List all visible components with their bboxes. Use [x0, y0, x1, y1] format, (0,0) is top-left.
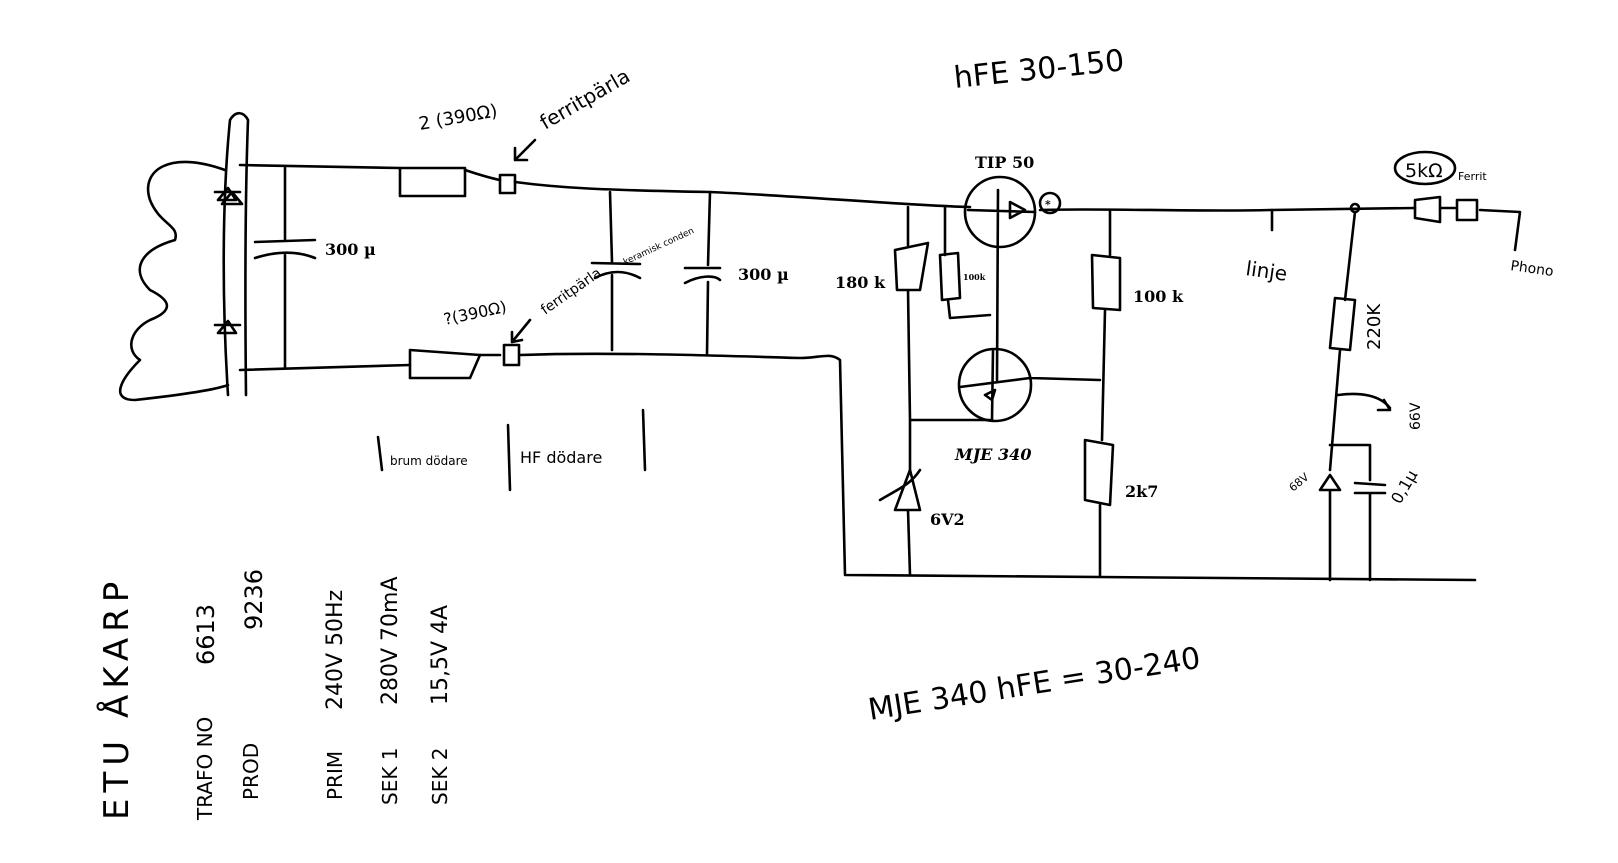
label-ferrite-bottom: ferritpärla: [538, 265, 604, 318]
prod-label: PROD: [239, 743, 263, 800]
resistor-5k6: [1413, 195, 1442, 224]
ferrite-bottom: [502, 343, 521, 367]
label-hf: HF dödare: [520, 448, 602, 467]
label-100k: 100 k: [1133, 287, 1184, 306]
label-ferrit: Ferrit: [1458, 170, 1487, 183]
sek2: 15,5V 4A: [428, 605, 453, 705]
sek1-label: SEK 1: [378, 747, 402, 805]
label-linje: linje: [1244, 256, 1289, 286]
arrow-bottom: [510, 318, 532, 344]
label-brum: brum dödare: [390, 454, 468, 468]
transistor-mje340: [957, 347, 1033, 423]
zener-68v: [1318, 443, 1372, 582]
capacitor-300u-1: [253, 166, 317, 370]
capacitor-300u-2: [683, 190, 722, 357]
prim-label: PRIM: [323, 751, 347, 800]
label-5k6: 5kΩ: [1405, 160, 1443, 182]
resistor-390-bottom: [408, 348, 482, 380]
bridge-diodes: [213, 186, 244, 335]
label-2k7: 2k7: [1125, 482, 1158, 501]
label-220k: 220K: [1364, 303, 1385, 350]
sek1: 280V 70mA: [378, 576, 403, 705]
label-180k: 180 k: [835, 273, 886, 292]
label-68v: 68V: [1287, 470, 1312, 494]
label-01u: 0,1µ: [1387, 467, 1421, 507]
prod: 9236: [240, 569, 268, 630]
mje340-lines: [958, 348, 1102, 422]
label-66v: 66V: [1408, 402, 1424, 430]
ferrite-out: [1455, 198, 1479, 222]
prim: 240V 50Hz: [323, 590, 348, 710]
resistor-100k-small: [938, 205, 992, 320]
trafo-no-label: TRAFO NO: [193, 717, 217, 821]
label-mje340: MJE 340: [954, 445, 1031, 464]
tip50-emitter-arrow: [966, 188, 1037, 382]
label-6v2: 6V2: [930, 510, 965, 529]
bottom-rail: [238, 352, 1477, 582]
trafo-maker: ETU ÅKARP: [96, 576, 137, 820]
sek2-label: SEK 2: [428, 747, 452, 805]
resistor-180k: [893, 205, 992, 472]
ferrite-top: [498, 173, 517, 195]
divider-lines: [376, 408, 647, 492]
resistor-100k: [1090, 208, 1122, 442]
label-r-top: 2 (390Ω): [417, 100, 499, 134]
label-r-bottom: ?(390Ω): [442, 297, 508, 329]
core-line: [222, 111, 250, 397]
label-100k-small: 100k: [963, 272, 986, 282]
resistor-220k: [1328, 210, 1392, 472]
star-mark: [1038, 191, 1062, 215]
zener-6v2: [878, 468, 922, 577]
transformer-winding: [118, 160, 230, 402]
label-ceramic: keramisk conden: [622, 226, 696, 268]
resistor-390-top: [398, 166, 467, 198]
capacitor-ceramic: [590, 190, 642, 352]
label-star: *: [1045, 198, 1051, 211]
label-phono: Phono: [1509, 258, 1554, 280]
hfe-tip-note: hFE 30-150: [952, 43, 1126, 96]
top-rail: [238, 163, 1522, 252]
label-cap1: 300 µ: [325, 240, 376, 259]
hfe-mje-note: MJE 340 hFE = 30-240: [866, 641, 1203, 728]
trafo-no: 6613: [192, 604, 220, 665]
label-ferrite-top: ferritpärla: [536, 64, 634, 135]
arrow-top: [513, 138, 537, 162]
capacitor-01u: [1353, 481, 1387, 582]
label-tip50: TIP 50: [975, 153, 1034, 172]
label-cap2: 300 µ: [738, 265, 789, 284]
resistor-2k7: [1083, 438, 1115, 577]
circle-5k6: [1393, 150, 1457, 186]
